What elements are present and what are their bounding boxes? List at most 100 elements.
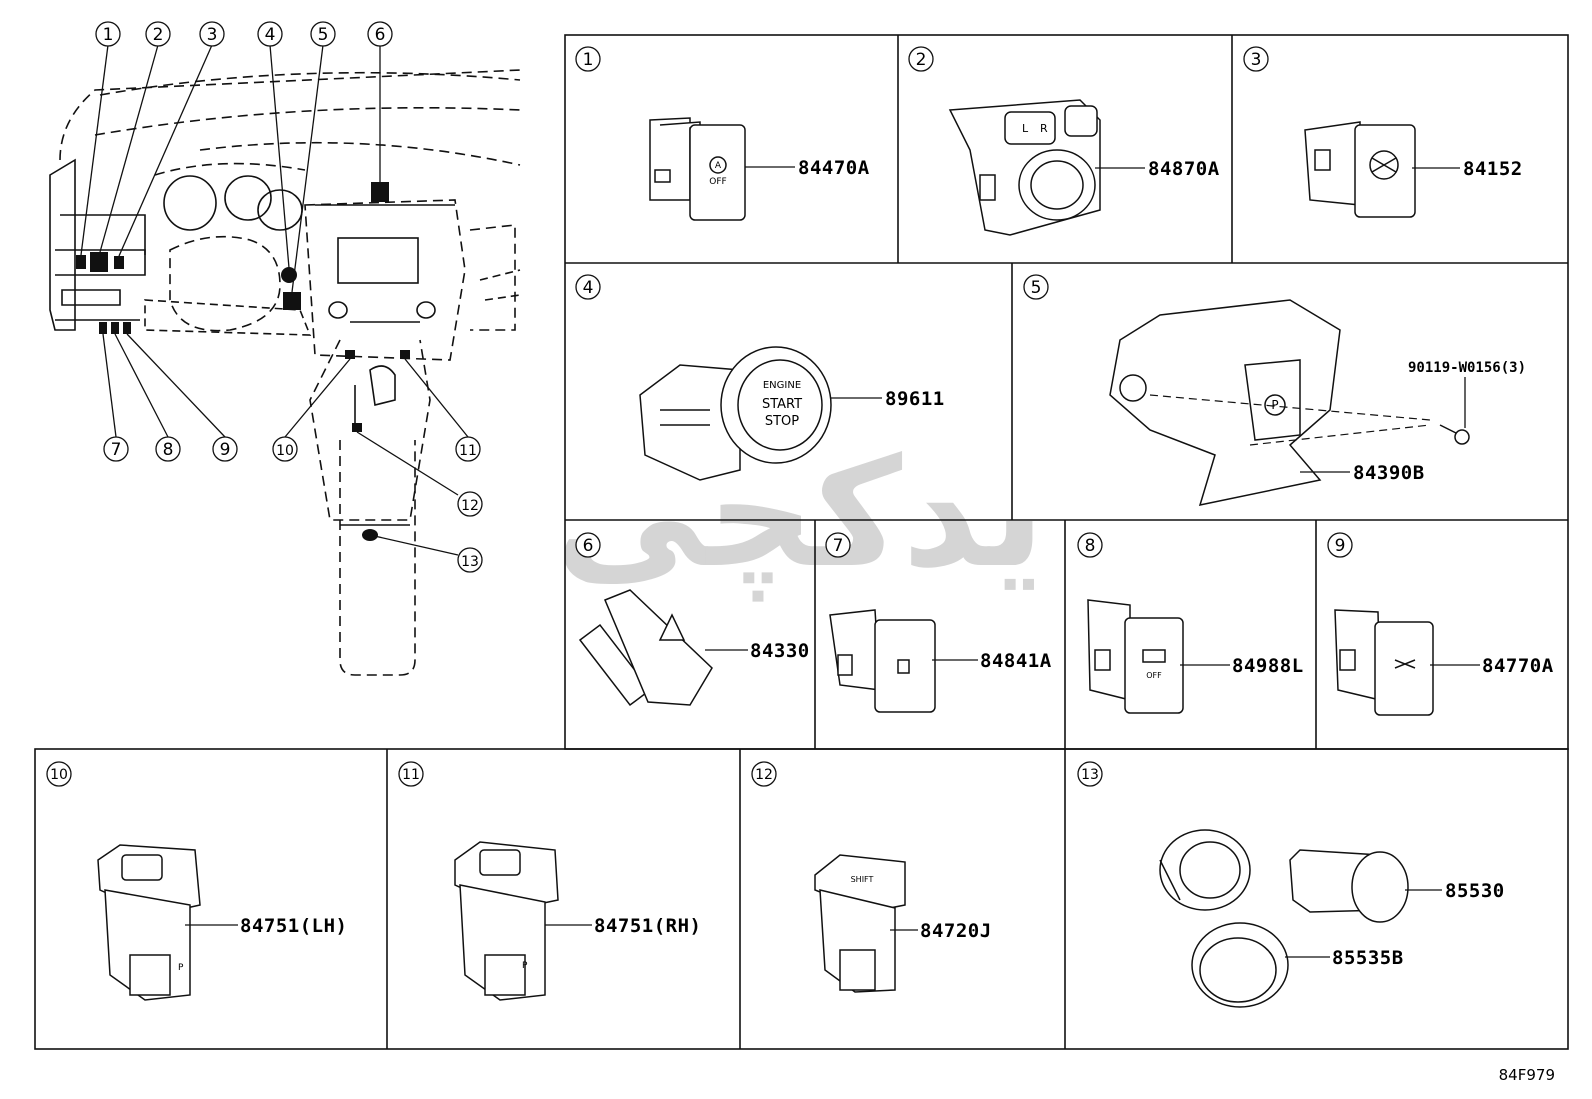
part-number-84720J: 84720J: [920, 920, 992, 942]
panel-5: 5 P 90119-W0156(3) 84390B: [1023, 274, 1526, 506]
panel-12: 12 SHIFT 84720J: [751, 761, 992, 993]
part-number-84870A: 84870A: [1148, 158, 1220, 180]
vsc-off-label: OFF: [1146, 671, 1162, 680]
dashboard-leader-lines: [80, 44, 469, 556]
a-off-off-label: OFF: [709, 177, 726, 187]
part-number-84770A: 84770A: [1482, 655, 1554, 677]
panel-13: 13 85530 85535B: [1077, 761, 1505, 1008]
dashboard-switch-markers: [76, 182, 410, 541]
panel-1: 1 A OFF 84470A: [575, 46, 870, 221]
part-number-84152: 84152: [1463, 158, 1523, 180]
panel-5-number: 5: [1031, 278, 1042, 298]
callout-5: 5: [310, 21, 336, 47]
callout-11: 11: [455, 436, 481, 462]
svg-text:10: 10: [276, 443, 294, 459]
engine-label: ENGINE: [763, 380, 801, 391]
mirror-switch-illustration: [948, 99, 1101, 236]
panel-10-number: 10: [50, 767, 68, 783]
panel-11-number: 11: [402, 767, 420, 783]
svg-text:1: 1: [103, 25, 114, 45]
rh-p-label: P: [522, 961, 528, 971]
part-number-84841A: 84841A: [980, 650, 1052, 672]
shift-label: SHIFT: [851, 875, 874, 884]
panel-4: 4 ENGINE START STOP 89611: [575, 274, 945, 481]
svg-text:12: 12: [461, 498, 479, 514]
svg-text:6: 6: [375, 25, 386, 45]
panel-7-number: 7: [833, 536, 844, 556]
mirror-l-label: L: [1022, 122, 1029, 135]
fuel-door-switch-illustration: [829, 609, 936, 713]
part-number-84988L: 84988L: [1232, 655, 1304, 677]
clearance-sonar-switch-illustration: [1334, 609, 1434, 716]
svg-text:7: 7: [111, 440, 122, 460]
panel-6: 6 84330: [575, 532, 810, 707]
svg-text:9: 9: [220, 440, 231, 460]
callout-13: 13: [457, 547, 483, 573]
callout-12: 12: [457, 491, 483, 517]
diagram-id: 84F979: [1499, 1066, 1555, 1084]
panel-11: 11 P 84751(RH): [398, 761, 701, 1001]
seat-heater-rh-switch-illustration: [454, 841, 559, 1001]
headlight-leveling-switch-illustration: [1304, 121, 1416, 218]
panel-12-number: 12: [755, 767, 773, 783]
svg-text:11: 11: [459, 443, 477, 459]
svg-text:8: 8: [163, 440, 174, 460]
svg-text:5: 5: [318, 25, 329, 45]
part-number-85535B: 85535B: [1332, 947, 1404, 969]
parking-brake-switch-illustration: [1109, 299, 1341, 506]
part-number-84390B: 84390B: [1353, 462, 1425, 484]
svg-text:13: 13: [461, 554, 479, 570]
part-number-85530: 85530: [1445, 880, 1505, 902]
callout-1: 1: [95, 21, 121, 47]
dashboard-overview: [49, 69, 521, 676]
dashboard-callouts: 1 2 3 4 5 6 7 8: [95, 21, 483, 573]
panel-1-number: 1: [583, 50, 594, 70]
part-number-84330: 84330: [750, 640, 810, 662]
a-off-switch-illustration: [649, 117, 746, 221]
panel-4-number: 4: [583, 278, 594, 298]
panel-2-number: 2: [916, 50, 927, 70]
vsc-off-switch-illustration: [1087, 599, 1184, 714]
callout-7: 7: [103, 436, 129, 462]
panel-7: 7 84841A: [825, 532, 1052, 713]
engine-start-button-illustration: [639, 346, 832, 481]
panel-9: 9 84770A: [1327, 532, 1554, 716]
power-outlet-cap-illustration: [1191, 922, 1289, 1008]
panel-2: 2 L R 84870A: [908, 46, 1220, 236]
panel-grid: [34, 34, 1569, 1050]
callout-8: 8: [155, 436, 181, 462]
panel-3: 3 84152: [1243, 46, 1523, 218]
part-number-89611: 89611: [885, 388, 945, 410]
callout-9: 9: [212, 436, 238, 462]
power-outlet-socket-illustration: [1159, 829, 1251, 911]
stop-label: STOP: [765, 414, 799, 429]
part-number-84751-rh: 84751(RH): [594, 915, 701, 937]
shift-lock-switch-illustration: [814, 854, 906, 993]
a-off-a-label: A: [715, 161, 722, 171]
panel-8-number: 8: [1085, 536, 1096, 556]
panel-13-number: 13: [1081, 767, 1099, 783]
mirror-r-label: R: [1040, 122, 1048, 135]
callout-2: 2: [145, 21, 171, 47]
power-outlet-body-illustration: [1289, 849, 1409, 923]
callout-6: 6: [367, 21, 393, 47]
seat-heater-lh-switch-illustration: [97, 844, 201, 1001]
callout-4: 4: [257, 21, 283, 47]
park-label: P: [1271, 398, 1278, 412]
panel-3-number: 3: [1251, 50, 1262, 70]
svg-text:4: 4: [265, 25, 276, 45]
lh-p-label: P: [178, 963, 184, 973]
part-number-84751-lh: 84751(LH): [240, 915, 347, 937]
part-number-84470A: 84470A: [798, 157, 870, 179]
svg-text:3: 3: [207, 25, 218, 45]
svg-text:2: 2: [153, 25, 164, 45]
panel-6-number: 6: [583, 536, 594, 556]
screw-illustration: [1439, 424, 1470, 445]
callout-10: 10: [272, 436, 298, 462]
panel-10: 10 P 84751(LH): [46, 761, 347, 1001]
hazard-switch-illustration: [578, 589, 713, 707]
callout-3: 3: [199, 21, 225, 47]
panel-9-number: 9: [1335, 536, 1346, 556]
